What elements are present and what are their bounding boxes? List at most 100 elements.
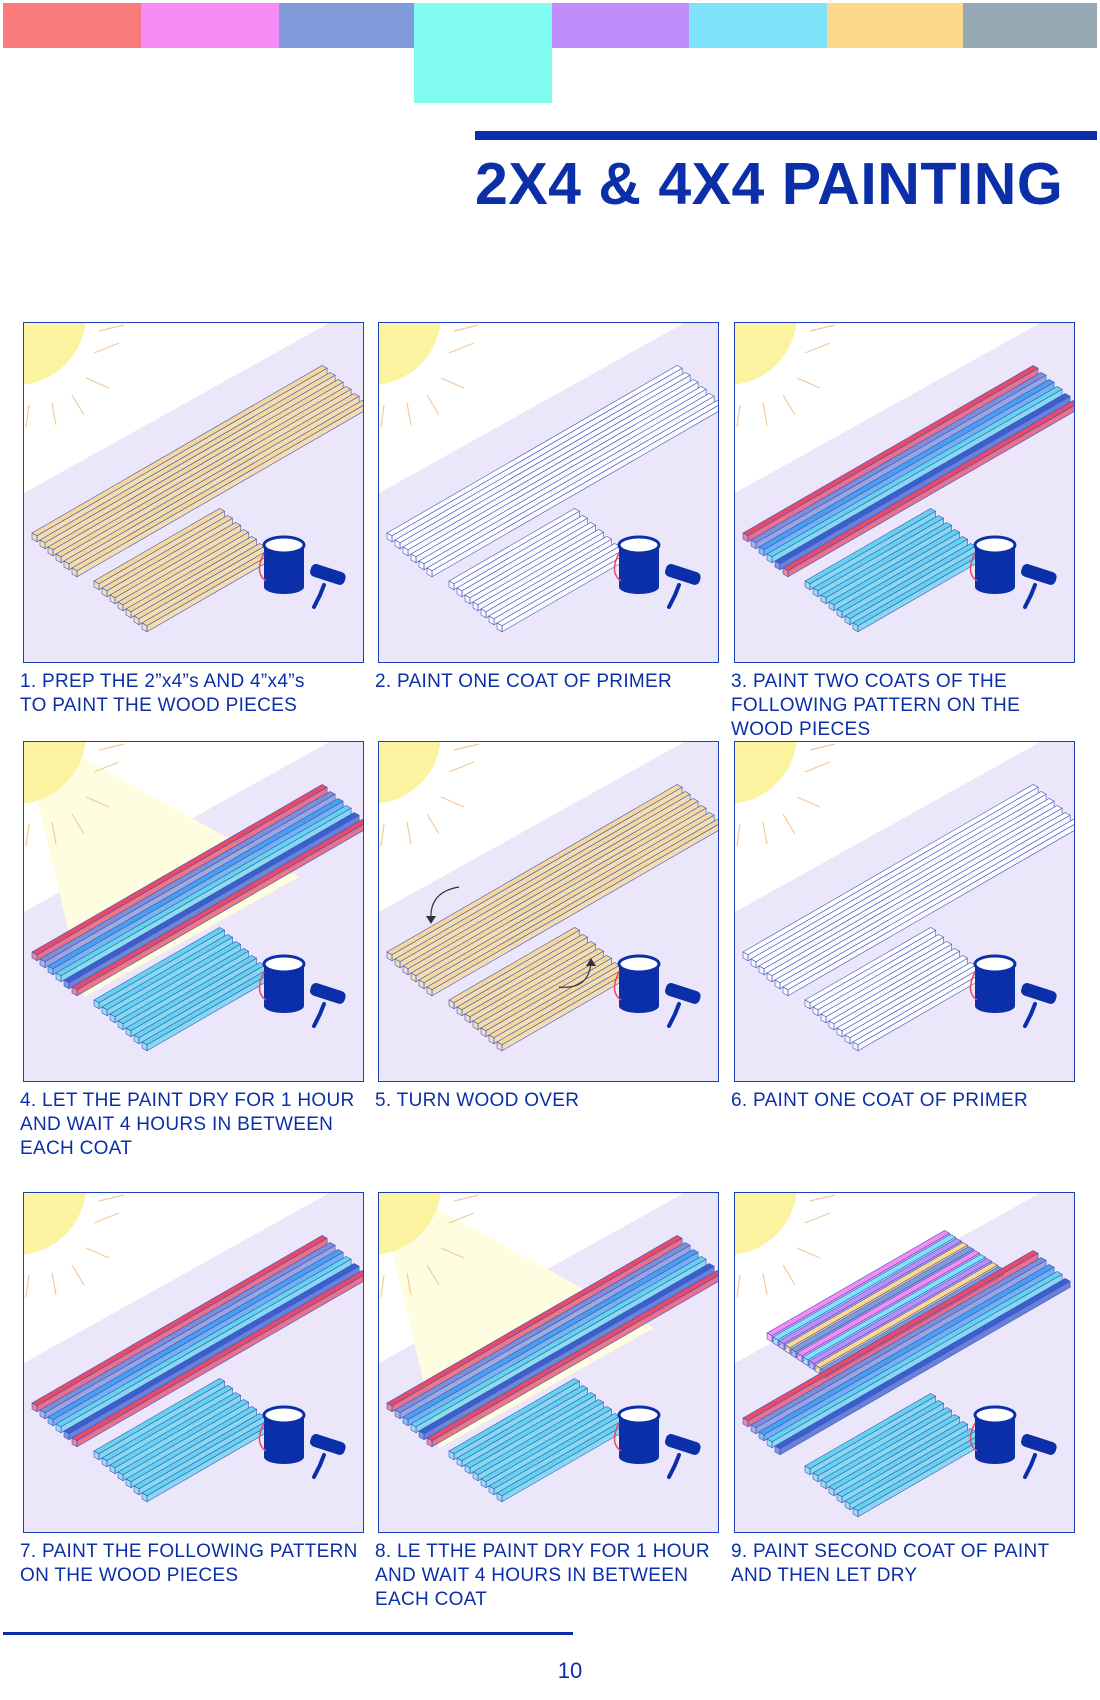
step-scene [735,323,1074,662]
sun-icon [735,323,836,428]
wood-board-2x4 [63,393,360,571]
wood-boards [31,365,363,633]
color-bar [0,0,1100,103]
wood-board-2x4 [750,1257,1047,1435]
step-caption-line: FOLLOWING PATTERN ON THE [731,695,1021,716]
wood-board-4x4 [480,536,613,619]
step-caption: 5. TURN WOOD OVER [375,1089,727,1113]
step-scene [735,1193,1074,1532]
step-illustration [734,741,1075,1082]
wood-board-4x4 [125,1406,258,1489]
page-title: 2X4 & 4X4 PAINTING [475,151,1064,217]
title-rule [475,131,1097,140]
step-scene [24,742,363,1081]
wood-boards [742,1250,1071,1518]
step-illustration [734,1192,1075,1533]
wood-board-4x4 [836,1421,969,1504]
sun-icon [379,323,480,428]
wood-boards [742,365,1074,633]
sun-icon [379,742,480,847]
wood-board-2x4 [782,819,1074,997]
wood-board-4x4 [448,508,581,591]
color-swatch [3,3,141,48]
step-caption-line: WOOD PIECES [731,719,871,740]
sun-icon [735,742,836,847]
wood-board-2x4 [39,1242,336,1420]
step-caption-line: TO PAINT THE WOOD PIECES [20,695,298,716]
paint-roller-icon [665,983,701,1028]
paint-roller-icon [665,564,701,609]
step-caption-line: 8. LE TTHE PAINT DRY FOR 1 HOUR [375,1541,710,1562]
step-illustration [378,322,719,663]
footer-rule [3,1632,573,1635]
finished-boards-stack [766,1230,1005,1379]
step-caption-line: 7. PAINT THE FOLLOWING PATTERN [20,1541,358,1562]
wood-board-4x4 [93,927,226,1010]
wood-board-2x4 [774,393,1071,571]
step-illustration [23,322,364,663]
paint-can-icon [613,535,661,594]
wood-board-2x4 [394,1242,691,1420]
wood-board-4x4 [812,515,945,598]
step-caption-line: 4. LET THE PAINT DRY FOR 1 HOUR [20,1090,355,1111]
wood-board-4x4 [472,529,605,612]
step-caption-line: 9. PAINT SECOND COAT OF PAINT [731,1541,1050,1562]
color-swatch [552,3,689,48]
step-scene [24,323,363,662]
wood-board-2x4 [750,372,1047,550]
paint-roller-icon [310,983,346,1028]
wood-board-4x4 [472,1399,605,1482]
step-caption: 1. PREP THE 2”x4”s AND 4”x4”s TO PAINT TH… [20,670,372,718]
paint-can-icon [258,954,306,1013]
color-swatch [963,3,1097,48]
wood-board-4x4 [464,1392,597,1475]
step-caption: 2. PAINT ONE COAT OF PRIMER [375,670,727,694]
wood-board-2x4 [402,379,699,557]
paint-can-icon [969,1405,1017,1464]
wood-boards [31,1235,363,1503]
wood-board-4x4 [828,529,961,612]
wood-board-2x4 [394,372,691,550]
wood-board-4x4 [464,941,597,1024]
wood-board-4x4 [141,550,274,633]
wood-board-2x4 [426,1270,718,1448]
wood-board-2x4 [39,791,336,969]
wood-board-2x4 [418,393,715,571]
step-caption-line: EACH COAT [375,1589,488,1610]
wood-boards [31,784,363,1052]
color-swatch [414,3,552,103]
step-scene [379,323,718,662]
step-illustration [734,322,1075,663]
step-illustration [23,741,364,1082]
step-scene [379,1193,718,1532]
wood-board-2x4 [426,819,718,997]
wood-board-2x4 [71,1270,363,1448]
paint-can-icon [258,535,306,594]
step-caption-line: 1. PREP THE 2”x4”s AND 4”x4”s [20,671,305,692]
turn-over-arrow-icon [426,886,596,988]
wood-boards [386,784,718,1052]
wood-boards [742,784,1074,1052]
step-illustration [23,1192,364,1533]
color-swatch [827,3,963,48]
paint-can-icon [969,954,1017,1013]
wood-board-4x4 [472,948,605,1031]
step-illustration [378,1192,719,1533]
sun-icon [735,1193,836,1298]
step-caption: 3. PAINT TWO COATS OF THE FOLLOWING PATTE… [731,670,1083,742]
wood-board-2x4 [758,379,1055,557]
paint-can-icon [258,1405,306,1464]
wood-board-4x4 [117,948,250,1031]
wood-board-4x4 [93,508,226,591]
sun-icon [24,742,125,847]
step-caption-line: EACH COAT [20,1138,133,1159]
wood-boards [386,365,718,633]
paint-can-icon [969,535,1017,594]
step-caption-line: 5. TURN WOOD OVER [375,1090,580,1111]
sun-icon [24,323,125,428]
step-caption-line: 3. PAINT TWO COATS OF THE [731,671,1007,692]
step-caption-line: AND THEN LET DRY [731,1565,918,1586]
step-caption: 9. PAINT SECOND COAT OF PAINT AND THEN LE… [731,1540,1083,1588]
wood-board-2x4 [426,400,718,578]
